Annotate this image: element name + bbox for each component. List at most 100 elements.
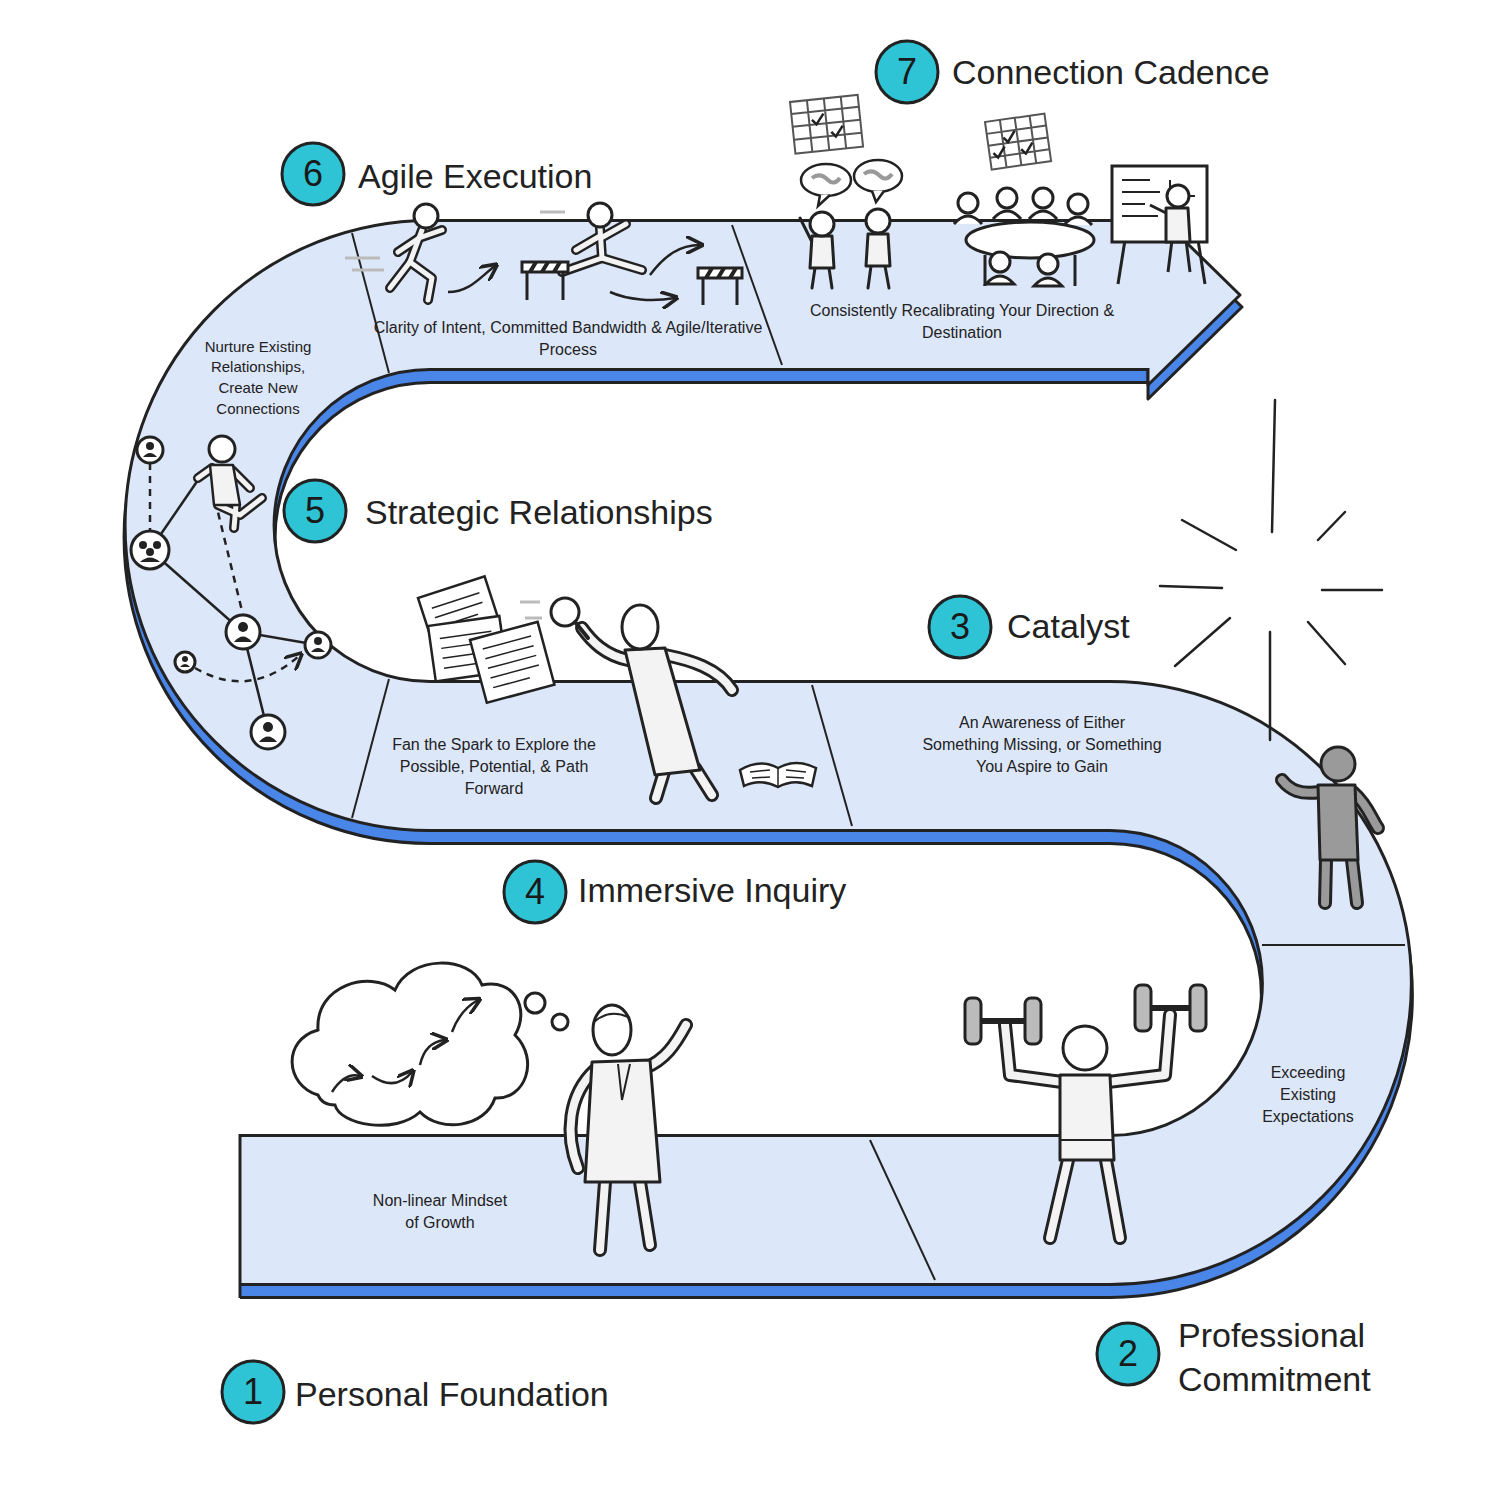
network-node [251, 715, 285, 749]
callout-circle [929, 596, 991, 658]
callout-number: 6 [282, 143, 344, 205]
road-stage: Immersive InquiryFan the Spark to Explor… [375, 730, 613, 804]
meeting-table [1034, 278, 1062, 286]
presenter-board [1166, 208, 1190, 242]
callout-circle [222, 41, 1159, 1423]
meeting-table [997, 188, 1017, 208]
weightlifter-figure [965, 998, 981, 1044]
callout-circle [222, 1361, 284, 1423]
meeting-table [1033, 188, 1053, 208]
thinking-figure [585, 1060, 660, 1182]
segment-divider [352, 233, 389, 373]
person-icon [259, 737, 277, 743]
meeting-table [986, 276, 1014, 284]
runner-figure [562, 224, 642, 272]
meeting-table [954, 216, 982, 224]
weightlifter-figure [981, 1018, 1025, 1024]
callout-circle [282, 143, 344, 205]
weightlifter-figure [1135, 985, 1151, 1031]
networking-figure [210, 465, 240, 505]
networking-figure [198, 436, 262, 528]
inquiry-figure [575, 622, 588, 638]
speed-lines [540, 211, 565, 214]
segment-divider [1262, 944, 1405, 946]
stage-title: Personal Foundation [295, 1372, 609, 1416]
speech-bubble [818, 195, 830, 206]
stage-description: Nurture Existing Relationships, Create N… [188, 337, 328, 420]
runner-figure [562, 224, 642, 272]
progress-arrow [448, 266, 495, 292]
talking-figures [868, 266, 871, 288]
hurdle [706, 268, 736, 278]
thinking-figure [571, 1005, 686, 1250]
meeting-table [993, 211, 1021, 219]
meeting-table [958, 193, 978, 213]
thought-cloud [332, 1075, 360, 1092]
calendar [811, 112, 843, 139]
stage-description: Non-linear Mindset of Growth [365, 1190, 515, 1234]
runner-figure [390, 230, 442, 300]
callout-circle [876, 41, 938, 103]
runner-figure [414, 204, 438, 228]
presenter-board [1198, 240, 1205, 284]
talking-figures [829, 268, 832, 288]
starburst [1308, 622, 1345, 664]
segment-divider [352, 225, 1405, 1280]
talking-figures [810, 236, 834, 268]
thought-cloud [332, 1000, 478, 1092]
meeting-table [1064, 217, 1092, 225]
hurdle [698, 268, 742, 278]
speech-bubble [872, 191, 884, 202]
person-icon [146, 442, 154, 450]
starburst [1160, 586, 1222, 588]
thinking-figure [571, 1025, 686, 1250]
stage-title: Strategic Relationships [365, 490, 713, 534]
research-papers [483, 636, 542, 688]
open-book [740, 763, 816, 787]
catalyst-figure [1282, 780, 1378, 903]
open-book [750, 768, 806, 787]
road-stage: Professional CommitmentExceeding Existin… [1239, 1058, 1377, 1132]
weightlifter-figure [1151, 1005, 1190, 1011]
starburst [1269, 632, 1272, 740]
person-icon [143, 453, 157, 457]
thinking-figure [618, 1064, 630, 1100]
person-icon [140, 558, 160, 563]
thought-cloud [525, 993, 545, 1013]
talking-figures [800, 209, 890, 288]
hurdle [522, 262, 742, 305]
speech-bubble [801, 160, 902, 206]
presenter-board [1118, 240, 1125, 284]
weightlifter-figure [965, 985, 1206, 1238]
thought-cloud [292, 963, 568, 1125]
segment-divider [732, 225, 782, 365]
network-lines [195, 655, 300, 681]
runner-figure [390, 203, 642, 300]
meeting-table [990, 252, 1010, 272]
thought-cloud [552, 1014, 568, 1030]
inquiry-figure [582, 628, 732, 798]
weightlifter-figure [1005, 1015, 1170, 1238]
talking-figures [812, 268, 815, 288]
progress-arrow [448, 245, 700, 300]
callout-number: 7 [876, 41, 938, 103]
starburst [1318, 512, 1345, 540]
stage-description: Consistently Recalibrating Your Directio… [807, 300, 1117, 344]
progress-arrow [610, 292, 675, 300]
presenter-board [1112, 166, 1207, 284]
presenter-board [1112, 166, 1207, 242]
speed-lines [345, 257, 380, 260]
road-stage: Strategic RelationshipsNurture Existing … [184, 333, 332, 424]
starburst [1272, 400, 1275, 532]
network-node [131, 531, 169, 569]
talking-figures [885, 266, 889, 288]
starburst [1182, 520, 1236, 550]
thinking-figure [571, 1025, 686, 1250]
callout-circle [1097, 1323, 1159, 1385]
network-node [305, 632, 331, 658]
inquiry-figure [622, 605, 658, 649]
runner-figure [390, 230, 442, 300]
person-icon [146, 548, 154, 556]
inquiry-figure [582, 628, 732, 798]
